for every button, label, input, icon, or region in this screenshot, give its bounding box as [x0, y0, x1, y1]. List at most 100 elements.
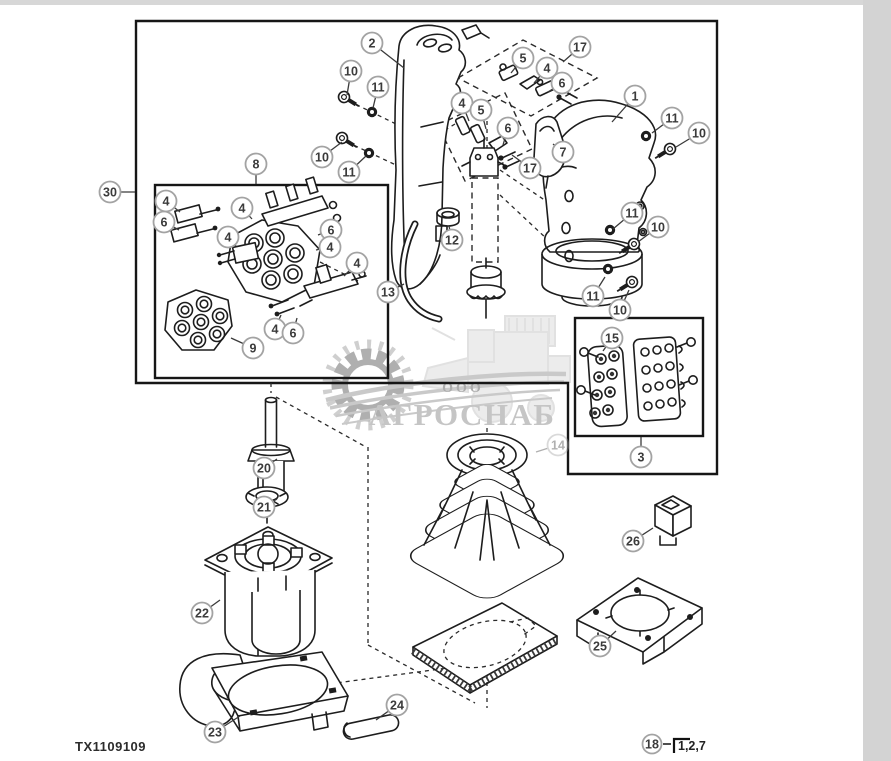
svg-text:4: 4: [544, 62, 551, 76]
callout-13: 13: [376, 280, 405, 304]
callout-6: 6: [152, 210, 180, 234]
svg-text:17: 17: [523, 162, 537, 176]
callout-9: 9: [230, 336, 265, 360]
svg-text:6: 6: [161, 216, 168, 230]
callout-4: 4: [343, 251, 369, 277]
callout-17: 17: [511, 154, 542, 180]
svg-text:10: 10: [651, 221, 665, 235]
svg-text:13: 13: [381, 286, 395, 300]
pad-kit-box-3: [573, 316, 705, 438]
callout-2: 2: [360, 31, 405, 69]
callout-11: 11: [612, 201, 644, 230]
svg-text:4: 4: [163, 195, 170, 209]
spool-cluster-left-part: [170, 204, 221, 243]
callout-14: 14: [535, 433, 570, 457]
watermark-org-prefix: ООО: [442, 381, 484, 396]
svg-text:4: 4: [225, 231, 232, 245]
svg-text:20: 20: [257, 462, 271, 476]
svg-text:30: 30: [103, 186, 117, 200]
callout-6: 6: [281, 317, 305, 345]
svg-text:17: 17: [573, 41, 587, 55]
svg-text:7: 7: [560, 146, 567, 160]
callout-8: 8: [244, 152, 268, 184]
svg-text:6: 6: [290, 327, 297, 341]
callout-10: 10: [637, 215, 670, 243]
figure-id-label: TX1109109: [75, 739, 146, 754]
svg-text:1: 1: [632, 90, 639, 104]
rubber-boot-part14: [409, 433, 565, 599]
callout-5: 5: [469, 98, 493, 130]
kit-17-upper-dashed-box: [456, 39, 599, 117]
callout-10: 10: [608, 289, 632, 322]
callout-24: 24: [375, 693, 409, 721]
callout-4: 4: [263, 314, 287, 341]
callout-11: 11: [651, 106, 684, 134]
spool-row-top-part: [261, 176, 342, 227]
callout-12: 12: [440, 225, 464, 252]
svg-text:5: 5: [520, 52, 527, 66]
svg-text:4: 4: [459, 97, 466, 111]
callout-1: 1: [611, 84, 647, 123]
svg-text:9: 9: [250, 342, 257, 356]
svg-text:5: 5: [478, 104, 485, 118]
foam-seal-plate-part: [411, 602, 559, 694]
callout-4: 4: [533, 56, 559, 84]
callout-30: 30: [98, 180, 135, 204]
svg-text:26: 26: [626, 535, 640, 549]
switch-kit-lower-parts: [454, 115, 520, 170]
svg-text:10: 10: [692, 127, 706, 141]
svg-text:2: 2: [369, 37, 376, 51]
spool-cluster-mid-part: [216, 241, 260, 266]
callout-4: 4: [154, 189, 181, 213]
callout-17: 17: [562, 35, 592, 63]
svg-text:6: 6: [328, 224, 335, 238]
svg-text:25: 25: [593, 640, 607, 654]
control-shaft-part20: [247, 396, 295, 498]
svg-text:11: 11: [371, 81, 384, 95]
bracket-icon: [672, 737, 690, 753]
svg-text:10: 10: [613, 304, 627, 318]
plug-cap-part12: [436, 207, 460, 227]
callout-6: 6: [317, 218, 343, 242]
callout-10: 10: [675, 121, 711, 148]
retainer-nut-part: [466, 257, 506, 319]
svg-text:21: 21: [257, 501, 271, 515]
callout-11: 11: [337, 155, 367, 184]
seal-plate-lower-part9: [164, 289, 233, 351]
roller-pin-part24: [342, 714, 400, 740]
main-frame-border: [134, 19, 719, 476]
callout-3: 3: [629, 437, 653, 469]
callout-11: 11: [581, 276, 606, 308]
connector-pad-left-part15: [587, 344, 628, 428]
svg-text:10: 10: [344, 65, 358, 79]
callout-4: 4: [216, 225, 240, 249]
guard-bracket-part23: [179, 651, 349, 732]
footnote-items: 1,2,7: [678, 739, 706, 753]
svg-text:6: 6: [559, 77, 566, 91]
callout-7: 7: [551, 140, 575, 164]
svg-text:4: 4: [239, 202, 246, 216]
callout-4: 4: [230, 196, 254, 220]
svg-text:6: 6: [505, 122, 512, 136]
svg-text:4: 4: [354, 257, 361, 271]
footnote-callout-number: 18: [645, 738, 659, 752]
callout-10: 10: [310, 141, 343, 169]
rocker-switch-part26: [654, 495, 692, 546]
svg-text:22: 22: [195, 607, 209, 621]
right-gray-strip: [863, 0, 891, 761]
svg-text:10: 10: [315, 151, 329, 165]
callout-15: 15: [600, 326, 624, 352]
callout-23: 23: [203, 715, 241, 744]
callout-6: 6: [496, 116, 520, 146]
svg-text:23: 23: [208, 726, 222, 740]
watermark: ООО АГРОСНАБ: [322, 315, 571, 432]
svg-text:11: 11: [586, 290, 599, 304]
svg-text:24: 24: [390, 699, 404, 713]
callout-4: 4: [450, 91, 474, 122]
pin-pair-bottom-part: [268, 299, 295, 317]
footnote-18: 18 1,2,7: [641, 733, 706, 755]
callout-21: 21: [252, 495, 278, 519]
